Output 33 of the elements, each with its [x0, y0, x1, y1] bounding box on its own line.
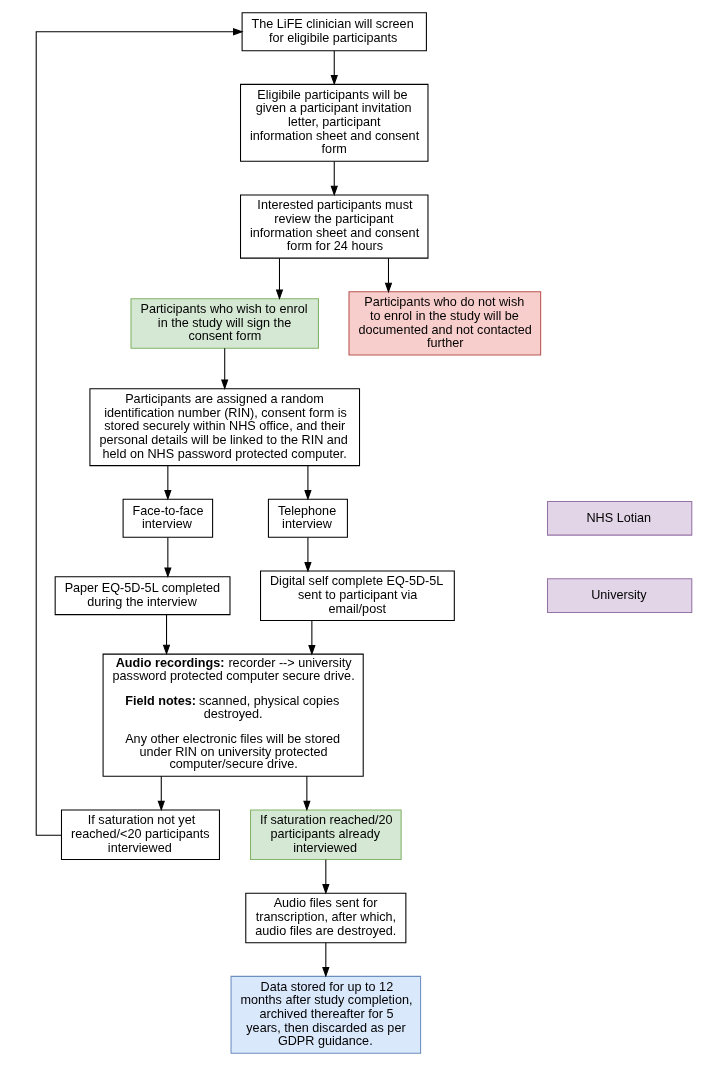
node-box: Audio files sent for transcription, after which, audio files are destroyed.	[245, 892, 407, 944]
node-box: Paper EQ-5D-5L completed during the interview	[54, 576, 231, 616]
arrow	[330, 160, 338, 197]
arrow	[304, 465, 312, 501]
arrow	[303, 775, 311, 812]
node-box: Participants are assigned a random identification number (RIN), consent form is stored securely within NHS office, and their personal details will be linked to the RIN and held on NHS password protected computer.	[89, 388, 361, 467]
arrow	[330, 50, 338, 86]
arrow	[304, 536, 312, 573]
arrow	[275, 257, 284, 300]
node-box: If saturation reached/20 participants already interviewed	[250, 809, 402, 860]
arrow	[384, 257, 393, 294]
node-box: Digital self complete EQ-5D-5L sent to participant via email/post	[260, 570, 455, 621]
node-box: If saturation not yet reached/<20 participants interviewed	[60, 809, 220, 860]
node-box: Eligibile participants will be given a participant invitation letter, participant information sheet and consent form	[240, 83, 429, 162]
arrow	[308, 619, 316, 656]
arrow	[221, 347, 229, 390]
node-box: Audio recordings: recorder --> university password protected computer secure drive. Field notes: scanned, physical copies destroyed. Any other electronic files will be stored under RIN on university protected computer/secure drive.	[102, 653, 364, 777]
arrow	[35, 28, 244, 836]
node-box: Participants who wish to enrol in the study will sign the consent form	[130, 298, 319, 349]
arrow	[322, 942, 330, 978]
node-box: The LiFE clinician will screen for eligibile participants	[241, 12, 427, 52]
arrow	[164, 465, 172, 501]
node-box: NHS Lotian	[547, 500, 693, 536]
node-box: University	[547, 578, 693, 614]
arrow	[157, 775, 165, 812]
arrow	[164, 536, 172, 579]
node-box: Data stored for up to 12 months after study completion, archived thereafter for 5 years, then discarded as per GDPR guidance.	[230, 975, 422, 1054]
node-box: Participants who do not wish to enrol in the study will be documented and not contacted further	[348, 291, 542, 356]
arrow	[322, 859, 330, 895]
node-box: Telephone interview	[267, 498, 348, 538]
arrow	[162, 614, 171, 656]
node-box: Interested participants must review the participant information sheet and consent form for 24 hours	[240, 194, 429, 259]
node-box: Face-to-face interview	[122, 498, 214, 538]
